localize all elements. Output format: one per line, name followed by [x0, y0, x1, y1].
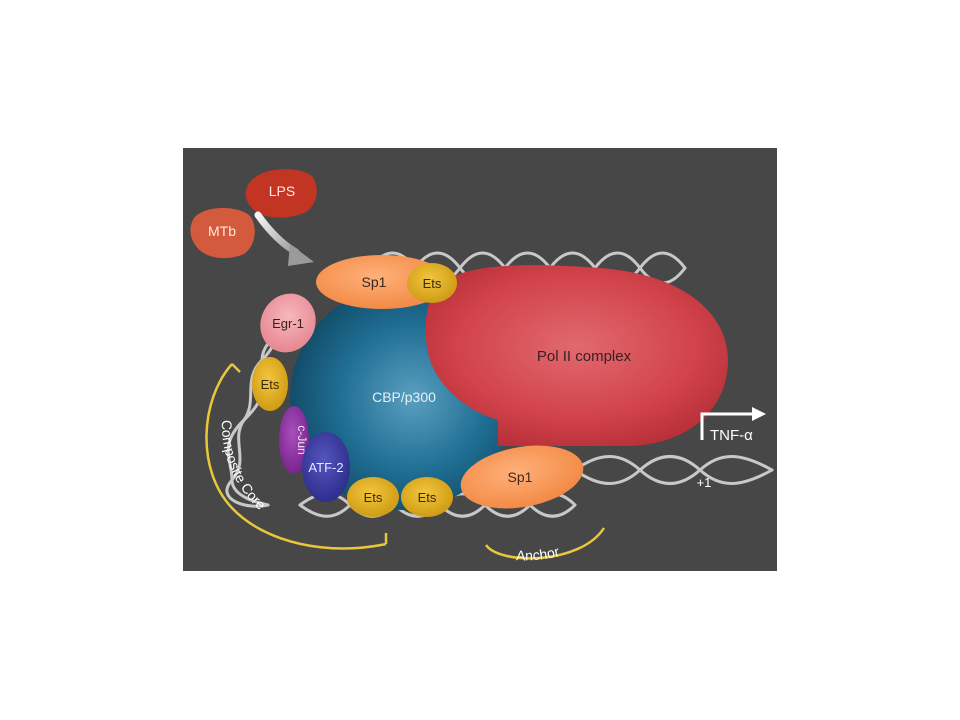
- ets-top-protein: [407, 263, 457, 303]
- ets-top-label: Ets: [423, 276, 442, 291]
- ets-bottom-2-label: Ets: [418, 490, 437, 505]
- cjun-label: c-Jun: [295, 425, 309, 454]
- lps-blob: [245, 169, 317, 218]
- atf2-protein: [302, 432, 350, 502]
- anchor-textpath: Anchor: [516, 543, 561, 563]
- sp1-bottom-label: Sp1: [508, 469, 533, 485]
- egr1-protein: [260, 293, 316, 353]
- ets-bottom-2-protein: [401, 477, 453, 517]
- mtb-blob: [190, 208, 255, 259]
- mtb-label: MTb: [208, 223, 236, 239]
- pol-ii-label: Pol II complex: [537, 348, 632, 365]
- atf2-label: ATF-2: [308, 460, 343, 475]
- tnf-alpha-label: TNF-α: [710, 427, 753, 444]
- sp1-top-label: Sp1: [362, 274, 387, 290]
- activation-arrow: [254, 211, 314, 266]
- ets-left-protein: [252, 357, 288, 411]
- plus-one-label: +1: [697, 475, 712, 490]
- egr1-label: Egr-1: [272, 316, 304, 331]
- transcription-start-arrow: [700, 407, 766, 440]
- cbp-p300-label: CBP/p300: [372, 389, 436, 405]
- cjun-protein: [279, 406, 309, 474]
- anchor-bracket: [484, 527, 606, 560]
- ets-bottom-1-label: Ets: [364, 490, 383, 505]
- ets-bottom-1-protein: [347, 477, 399, 517]
- pol-ii-complex: [425, 265, 728, 446]
- composite-core-bracket-tick: [231, 363, 241, 373]
- composite-core-bracket: [205, 363, 387, 550]
- lps-label: LPS: [269, 183, 295, 199]
- anchor-label: Anchor: [516, 543, 561, 563]
- ets-left-label: Ets: [261, 377, 280, 392]
- sp1-bottom-protein: [460, 445, 584, 509]
